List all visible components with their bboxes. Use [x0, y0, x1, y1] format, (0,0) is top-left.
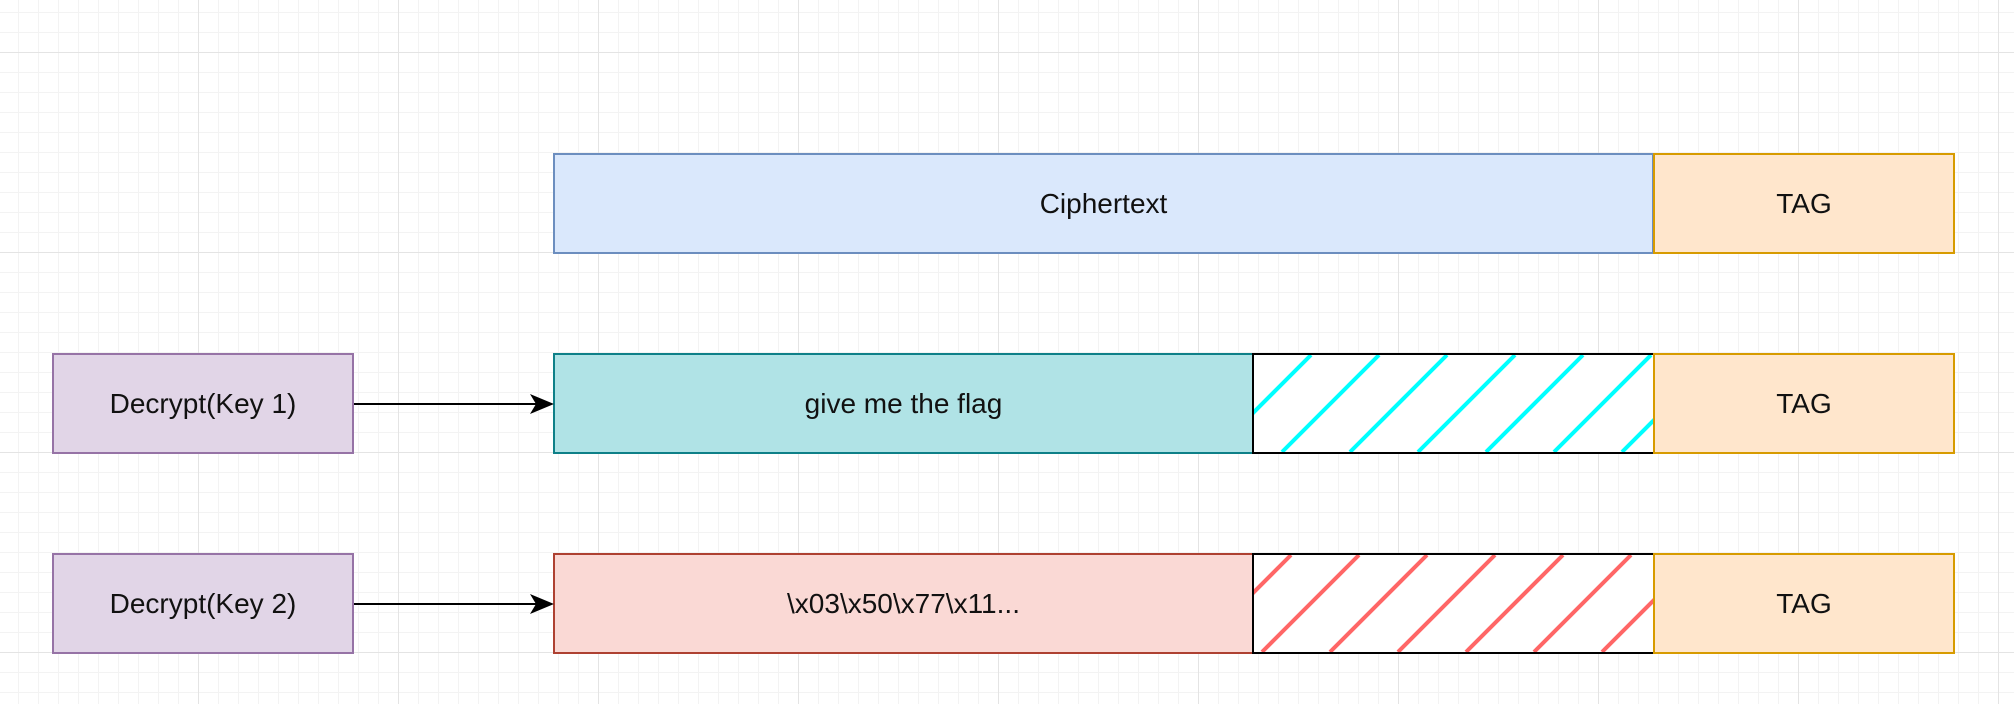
tag-label: TAG: [1776, 587, 1832, 619]
plaintext-key2-block: \x03\x50\x77\x11...: [553, 553, 1254, 654]
plaintext-key1-block: give me the flag: [553, 353, 1254, 454]
tag-label: TAG: [1776, 187, 1832, 219]
padding-hatch-key1: [1252, 353, 1655, 454]
decrypt-key1-label: Decrypt(Key 1): [109, 387, 297, 419]
hatch-pattern-red: [1254, 555, 1653, 652]
decrypt-key2-label: Decrypt(Key 2): [109, 587, 297, 619]
tag-label: TAG: [1776, 387, 1832, 419]
hatch-pattern-cyan: [1254, 355, 1653, 452]
arrow-key1: [354, 394, 554, 414]
ciphertext-label: Ciphertext: [1039, 187, 1168, 219]
decrypt-key1-block: Decrypt(Key 1): [52, 353, 354, 454]
tag-block-key2: TAG: [1653, 553, 1955, 654]
tag-block-key1: TAG: [1653, 353, 1955, 454]
plaintext-key2-label: \x03\x50\x77\x11...: [787, 587, 1020, 619]
tag-block-ciphertext: TAG: [1653, 153, 1955, 254]
ciphertext-block: Ciphertext: [553, 153, 1654, 254]
arrow-key2: [354, 594, 554, 614]
padding-hatch-key2: [1252, 553, 1655, 654]
plaintext-key1-label: give me the flag: [804, 387, 1003, 419]
decrypt-key2-block: Decrypt(Key 2): [52, 553, 354, 654]
